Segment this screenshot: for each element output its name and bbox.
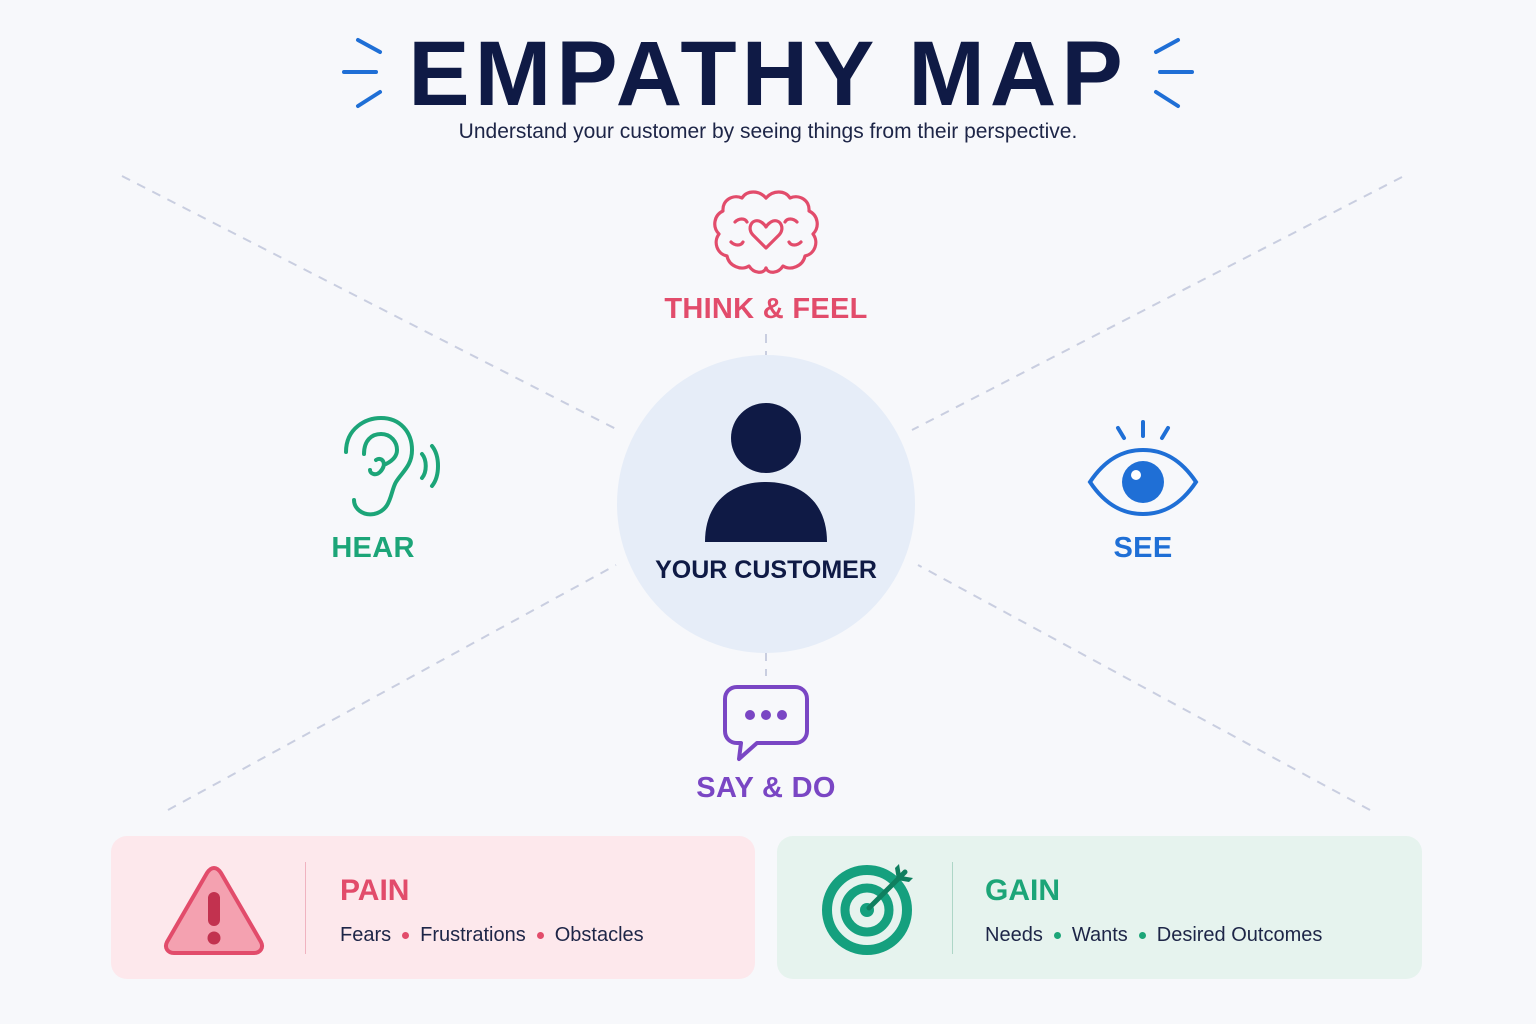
pain-card: PAIN Fears Frustrations Obstacles [111,836,755,979]
gain-item: Desired Outcomes [1156,924,1323,946]
gain-items: Needs Wants Desired Outcomes [985,924,1322,947]
connector-bottom-right [917,564,1371,811]
label-hear: HEAR [331,532,415,564]
bullet-dot [1053,932,1061,939]
pain-item: Frustrations [420,924,526,946]
pain-title: PAIN [340,874,410,907]
label-think-feel: THINK & FEEL [664,293,868,325]
connector-top-left [121,175,619,431]
gain-card: GAIN Needs Wants Desired Outcomes [777,836,1422,979]
page-subtitle: Understand your customer by seeing thing… [458,120,1078,143]
bullet-dot [1138,932,1146,939]
pain-divider [305,862,306,954]
pain-items: Fears Frustrations Obstacles [340,924,644,947]
eye-icon [1087,420,1199,517]
gain-title: GAIN [985,874,1060,907]
target-icon [822,864,913,955]
gain-item: Wants [1071,924,1128,946]
spark-right-icon [1154,38,1194,108]
pain-item: Obstacles [554,924,644,946]
gain-item: Needs [985,924,1043,946]
warning-icon [163,866,265,955]
pain-item: Fears [340,924,392,946]
spark-left-icon [342,38,382,108]
person-icon [705,403,827,542]
brain-heart-icon [713,190,819,274]
gain-divider [952,862,953,954]
chat-bubble-icon [723,685,809,761]
bullet-dot [536,932,544,939]
label-see: SEE [1113,532,1173,564]
page-title: EMPATHY MAP [408,23,1128,125]
bullet-dot [402,932,410,939]
label-say-do: SAY & DO [696,772,836,804]
center-label: YOUR CUSTOMER [655,556,877,584]
connector-top-right [911,176,1403,431]
ear-icon [344,416,440,517]
connector-bottom-left [167,564,617,811]
